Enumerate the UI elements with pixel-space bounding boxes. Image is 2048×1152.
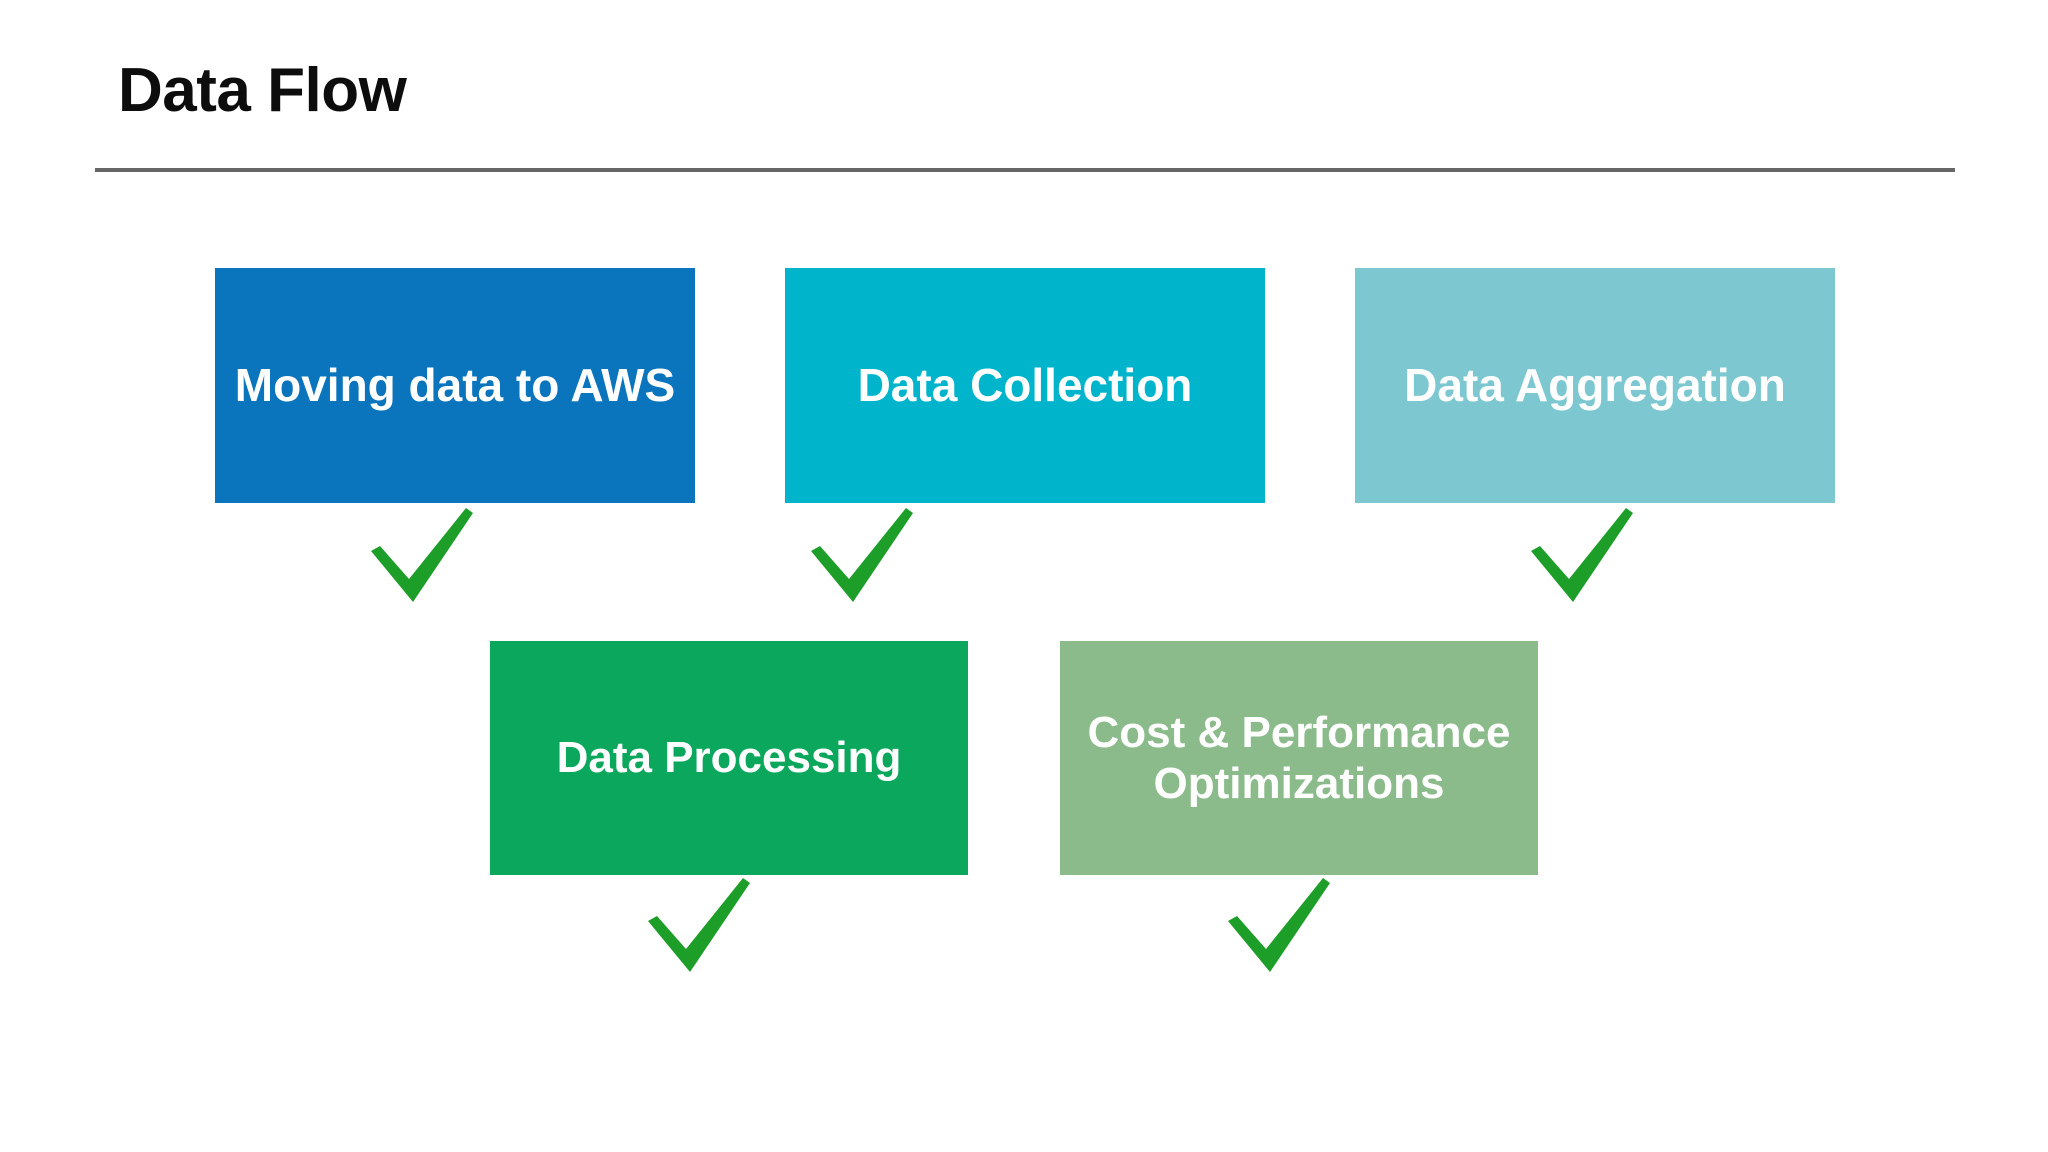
flow-box-moving-data-to-aws[interactable]: Moving data to AWS	[215, 268, 695, 503]
flow-box-data-aggregation[interactable]: Data Aggregation	[1355, 268, 1835, 503]
page-title: Data Flow	[118, 56, 407, 125]
flow-box-label: Moving data to AWS	[234, 358, 676, 411]
check-icon	[645, 875, 755, 980]
flow-box-data-processing[interactable]: Data Processing	[490, 641, 968, 875]
title-divider	[95, 168, 1955, 172]
flow-box-data-collection[interactable]: Data Collection	[785, 268, 1265, 503]
check-icon	[368, 505, 478, 610]
flow-box-cost-performance-optimizations[interactable]: Cost & Performance Optimizations	[1060, 641, 1538, 875]
flow-box-label: Data Collection	[857, 358, 1193, 411]
flow-box-label: Cost & Performance Optimizations	[1087, 707, 1511, 808]
flow-box-label: Data Aggregation	[1404, 358, 1786, 411]
flow-box-label: Data Processing	[556, 733, 902, 783]
check-icon	[808, 505, 918, 610]
check-icon	[1528, 505, 1638, 610]
check-icon	[1225, 875, 1335, 980]
